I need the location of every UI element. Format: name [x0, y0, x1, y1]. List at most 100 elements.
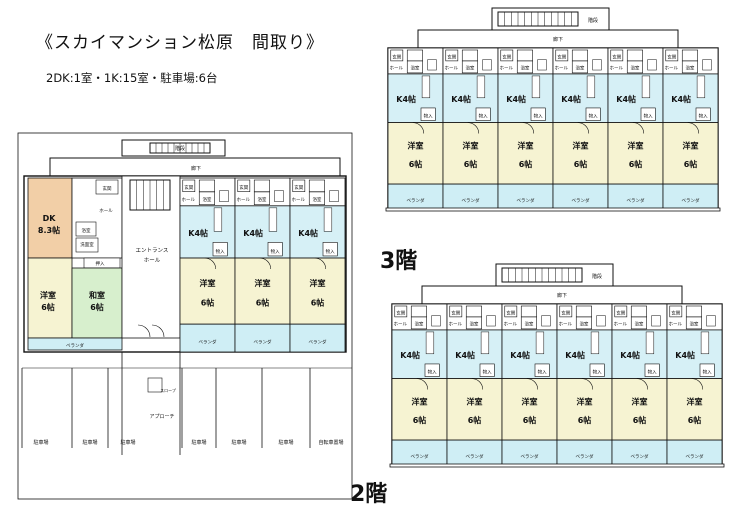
- floor2-stairs-label: 階段: [592, 273, 602, 280]
- floor2-unit-2-western-room: [446, 378, 503, 441]
- floor2-unit-2-washer: [486, 315, 496, 327]
- floor1-unit-3-fridge: [323, 207, 333, 232]
- floor3-unit-2-western-size: 6帖: [464, 159, 478, 169]
- floor3-unit-3-balcony-label: ベランダ: [517, 197, 535, 204]
- floor3-unit-1-storage: [420, 107, 436, 121]
- floor1-unit-2-western-label: 洋室: [255, 278, 271, 288]
- floor3-unit-5-storage-label: 物入: [644, 113, 653, 120]
- floor3-unit-4-fridge: [586, 75, 596, 99]
- floor1-unit-1-bath-label: 浴室: [202, 196, 211, 203]
- floor2-unit-3-toilet: [520, 305, 537, 318]
- floor2-unit-1-k-label: K4帖: [400, 350, 420, 360]
- floor2-unit-2-entrance: [449, 305, 463, 318]
- floor1-unit-1-entrance-label: 玄関: [184, 184, 193, 191]
- floor2-unit-1-door-swing: [416, 378, 429, 390]
- floor1-unit-1-western-size: 6帖: [201, 298, 215, 308]
- floor3-unit-3-bath-label: 浴室: [520, 64, 529, 71]
- floor3-unit-6-washer: [702, 59, 712, 71]
- floor3-unit-1-balcony-label: ベランダ: [407, 197, 425, 204]
- floor3-unit-3-washer: [537, 59, 547, 71]
- floor1-unit-3-storage: [322, 242, 338, 257]
- floor3-unit-6-fridge: [696, 75, 706, 99]
- floor2-unit-5-western-label: 洋室: [632, 396, 648, 406]
- floor2-unit-2-western-label: 洋室: [467, 396, 483, 406]
- floor2-unit-5-balcony: [611, 439, 668, 467]
- floor2-unit-1-toilet: [410, 305, 427, 318]
- floor3-unit-3-storage: [530, 107, 546, 121]
- floor2-unit-2-bath-label: 浴室: [469, 320, 478, 327]
- floor2-unit-2-balcony-label: ベランダ: [466, 453, 484, 460]
- floor3-corridor-top: [417, 29, 679, 49]
- floor3-unit-6-bath: [681, 60, 698, 74]
- floor1-unit-2-entrance: [237, 179, 251, 192]
- floor1-hall-door-right: [151, 324, 165, 338]
- floor2-unit-3-fridge: [535, 331, 545, 355]
- floor3-unit-4-entrance-label: 玄関: [557, 53, 566, 60]
- floor1-2dk-western-size: 6帖: [41, 302, 55, 312]
- floor1-unit-2-fridge: [268, 207, 278, 232]
- floor1-dk-size: 8.3帖: [38, 225, 60, 235]
- floor2-unit-3-storage: [534, 363, 550, 377]
- floor1-unit-3-western-size: 6帖: [311, 298, 325, 308]
- floor3-unit-6-k-label: K4帖: [671, 94, 691, 104]
- floor3-unit-3-western-size: 6帖: [519, 159, 533, 169]
- floor2-unit-5-hall-label: ホール: [614, 321, 628, 327]
- floor1-entrance-hall-label-2: ホール: [144, 257, 161, 264]
- floor1-unit-1-balcony-label: ベランダ: [199, 339, 217, 346]
- floor3-unit-1-storage-label: 物入: [424, 113, 433, 120]
- floor2-unit-2-k-label: K4帖: [455, 350, 475, 360]
- floor3-unit-1-balcony: [387, 183, 444, 211]
- floor1-unit-3-western-label: 洋室: [310, 278, 326, 288]
- floor3-unit-6-balcony-label: ベランダ: [682, 197, 700, 204]
- floor3-unit-6-balcony: [662, 183, 719, 211]
- floor2-unit-3-western-label: 洋室: [522, 396, 538, 406]
- floor2-unit-1-western-size: 6帖: [413, 415, 427, 425]
- floor2-unit-6-western-size: 6帖: [688, 415, 702, 425]
- floor2-unit-2-bath: [465, 316, 482, 330]
- floor1-unit-3-balcony: [289, 323, 346, 353]
- floor3-unit-4-toilet: [571, 49, 588, 62]
- floor3-unit-4-balcony: [552, 183, 609, 211]
- floor3-unit-3-fridge: [531, 75, 541, 99]
- floor2-unit-1-storage: [424, 363, 440, 377]
- floor2-unit-1-washer: [431, 315, 441, 327]
- floor2-unit-2-door-swing: [471, 378, 484, 390]
- floor1-unit-3-western-room: [289, 257, 346, 325]
- floor2-unit-4-balcony-label: ベランダ: [576, 453, 594, 460]
- floor2-corridor-top: [421, 285, 683, 305]
- floor2-unit-4-western-room: [556, 378, 613, 441]
- floor2-unit-3-balcony: [501, 439, 558, 467]
- floor2-unit-6-western-room: [666, 378, 723, 441]
- floor3-unit-2-bath: [461, 60, 478, 74]
- floor2-unit-3-bath-label: 浴室: [524, 320, 533, 327]
- floor1-unit-3-bath: [308, 191, 325, 206]
- floor3-unit-5-k-label: K4帖: [616, 94, 636, 104]
- floor3-unit-2-bath-label: 浴室: [465, 64, 474, 71]
- floor3-unit-5-western-size: 6帖: [629, 159, 643, 169]
- floor3-unit-4-balcony-label: ベランダ: [572, 197, 590, 204]
- floor2-unit-1-bath: [410, 316, 427, 330]
- floor2-unit-4-western-size: 6帖: [578, 415, 592, 425]
- floor1-unit-1-hall-label: ホール: [182, 197, 196, 203]
- floor2-unit-4-toilet: [575, 305, 592, 318]
- floor1-unit-2-balcony: [234, 323, 291, 353]
- floor1-unit-1-toilet: [198, 179, 215, 192]
- floor2-unit-6-bath-label: 浴室: [689, 320, 698, 327]
- floor2-unit-5-storage-label: 物入: [648, 369, 657, 376]
- floor3-balcony-rail: [385, 207, 721, 212]
- floor2-unit-5-storage: [644, 363, 660, 377]
- floor3-unit-2-storage-label: 物入: [479, 113, 488, 120]
- floor1-unit-2-toilet: [253, 179, 270, 192]
- floor1-parking-label-1: 駐車場: [33, 439, 48, 446]
- floor2-unit-6-washer: [706, 315, 716, 327]
- floor1-2dk-washroom-label: 洗面室: [80, 241, 94, 248]
- floor2-unit-2-entrance-label: 玄関: [451, 309, 460, 316]
- floor2-unit-4-washer: [596, 315, 606, 327]
- floor1-unit-1-washer: [219, 190, 229, 202]
- floor3-unit-1-toilet: [406, 49, 423, 62]
- floor2-unit-5-entrance-label: 玄関: [616, 309, 625, 316]
- floor1-unit-2-storage: [267, 242, 283, 257]
- floor3-unit-5-door-swing: [632, 122, 645, 134]
- floor3-unit-5-entrance: [610, 49, 624, 62]
- floor2-unit-4-bath-label: 浴室: [579, 320, 588, 327]
